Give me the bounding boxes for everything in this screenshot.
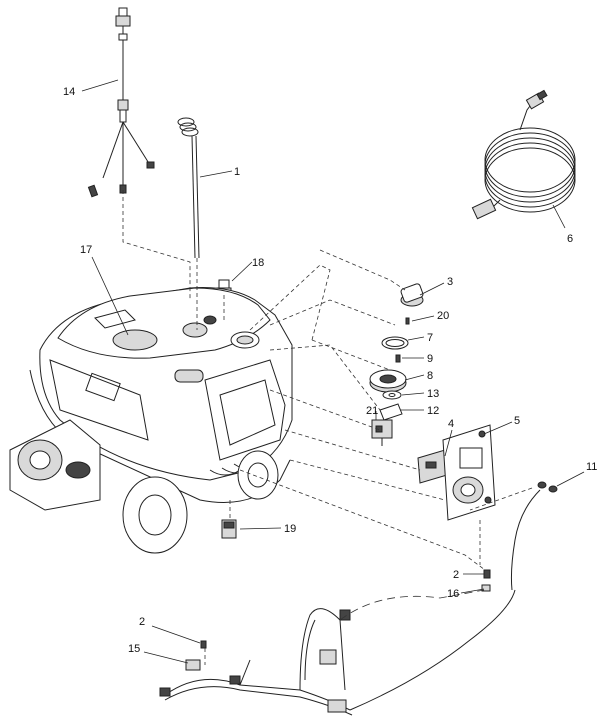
callout-8: 8	[427, 370, 433, 382]
callout-20: 20	[437, 310, 449, 322]
part-3-knob	[400, 283, 424, 307]
callout-14: 14	[63, 86, 75, 98]
machine-body	[9, 287, 293, 554]
callout-7: 7	[427, 332, 433, 344]
part-9-screw	[395, 354, 401, 363]
callout-13: 13	[427, 388, 439, 400]
callout-12: 12	[427, 405, 439, 417]
callout-17: 17	[80, 244, 92, 256]
callout-18: 18	[252, 257, 264, 269]
part-11-cable	[510, 489, 541, 591]
part-11-nuts	[537, 481, 558, 493]
part-6-power-cord	[471, 89, 576, 220]
part-4-board	[417, 449, 448, 484]
leader-lines	[81, 79, 585, 664]
part-8-switch	[369, 369, 407, 393]
part-13-washer	[382, 390, 402, 400]
part-1-probe	[177, 117, 200, 259]
callout-2-upper: 2	[453, 569, 459, 581]
part-2-screw-lower	[200, 640, 207, 649]
callout-3: 3	[447, 276, 453, 288]
callout-19: 19	[284, 523, 296, 535]
part-5-bracket	[442, 424, 496, 521]
callout-4: 4	[448, 418, 454, 430]
callout-9: 9	[427, 353, 433, 365]
part-19-relay	[221, 519, 237, 539]
part-21-switch-block	[371, 419, 393, 446]
callout-21: 21	[366, 405, 378, 417]
callout-5: 5	[514, 415, 520, 427]
part-15-harness	[159, 589, 516, 716]
part-16-sensor	[481, 584, 491, 592]
assembly-lines	[122, 190, 533, 665]
callout-1: 1	[234, 166, 240, 178]
callout-6: 6	[567, 233, 573, 245]
part-20-pin	[405, 317, 410, 325]
callout-16: 16	[447, 588, 459, 600]
part-12-plate	[379, 403, 403, 421]
part-2-screw-upper	[483, 569, 491, 579]
part-7-oring	[381, 336, 409, 350]
part-14-sensor-cable	[87, 7, 155, 198]
callout-2-lower: 2	[139, 616, 145, 628]
callout-11: 11	[586, 461, 597, 473]
callout-15: 15	[128, 643, 140, 655]
callout-labels: 14 1 6 17 18 3 20 7 9 8 13 21 12 4 5 11 …	[63, 86, 597, 655]
